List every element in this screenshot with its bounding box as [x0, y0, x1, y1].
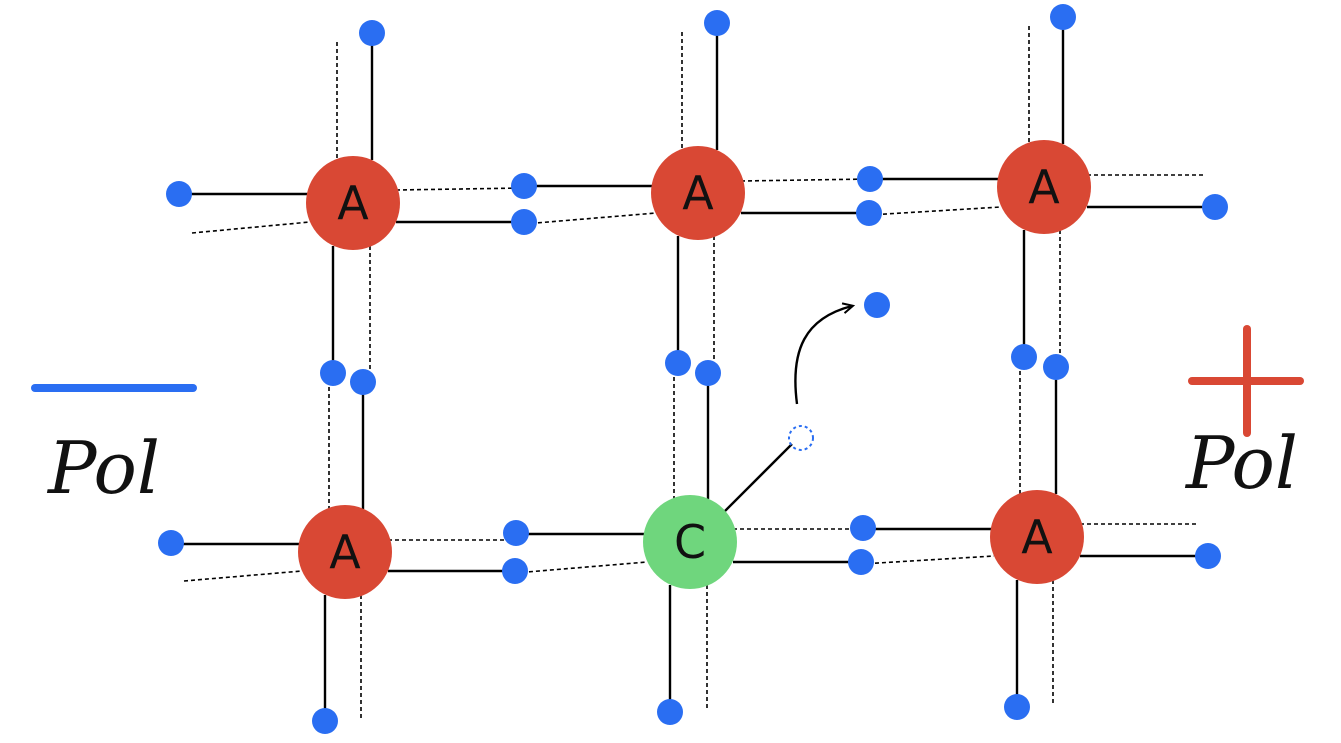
hole-dashed-circle — [788, 425, 814, 451]
atom-a-4: A — [298, 505, 392, 599]
atom-a-3: A — [997, 140, 1091, 234]
electron-dot — [657, 699, 683, 725]
dash-r1-b — [395, 187, 525, 191]
pole-label-negative: Pol — [46, 426, 160, 510]
dashed-bonds — [183, 26, 1205, 720]
electron-dot — [848, 549, 874, 575]
atom-label: A — [1028, 160, 1060, 214]
electron-dot — [864, 292, 890, 318]
electron-dot — [1050, 4, 1076, 30]
electron-dot — [502, 558, 528, 584]
electron-dot — [359, 20, 385, 46]
electron-dot — [856, 200, 882, 226]
atom-label: A — [337, 176, 369, 230]
electron-migration-arrow — [794, 302, 856, 405]
electron-dot — [704, 10, 730, 36]
electron-dot — [850, 515, 876, 541]
electron-dot — [1004, 694, 1030, 720]
atom-a-6: A — [990, 490, 1084, 584]
electron-dot — [695, 360, 721, 386]
electron-dot — [1043, 354, 1069, 380]
atom-a-1: A — [306, 156, 400, 250]
electron-dot — [1202, 194, 1228, 220]
electron-dot — [511, 209, 537, 235]
dash-r1-e — [868, 206, 1002, 216]
electron-dot — [158, 530, 184, 556]
electrons — [158, 4, 1228, 734]
atoms: A A A A C A — [298, 140, 1091, 599]
dash-r2-a — [183, 570, 303, 582]
atom-label: A — [682, 166, 714, 220]
electron-dot — [857, 166, 883, 192]
dash-r1-d — [740, 178, 871, 182]
atom-a-2: A — [651, 146, 745, 240]
dash-r1-c — [523, 212, 657, 225]
electron-dot — [1011, 344, 1037, 370]
electron-dot — [665, 350, 691, 376]
electron-dot — [1195, 543, 1221, 569]
atom-label: A — [329, 525, 361, 579]
electron-dot — [320, 360, 346, 386]
negative-pole: Pol — [31, 384, 197, 510]
electron-dot — [312, 708, 338, 734]
atom-c: C — [643, 495, 737, 589]
electron-dot — [503, 520, 529, 546]
electron-dot — [511, 173, 537, 199]
dash-r2-c — [514, 561, 648, 574]
dash-r1-a — [191, 221, 311, 234]
dash-r2-e — [860, 555, 995, 565]
bond-c-hole — [723, 443, 793, 513]
electron-dot — [166, 181, 192, 207]
pole-label-positive: Pol — [1184, 421, 1298, 505]
electron-dot — [350, 369, 376, 395]
atom-label: A — [1021, 510, 1053, 564]
atom-label: C — [674, 515, 706, 569]
positive-pole: Pol — [1184, 325, 1304, 505]
bonds — [171, 17, 1215, 721]
